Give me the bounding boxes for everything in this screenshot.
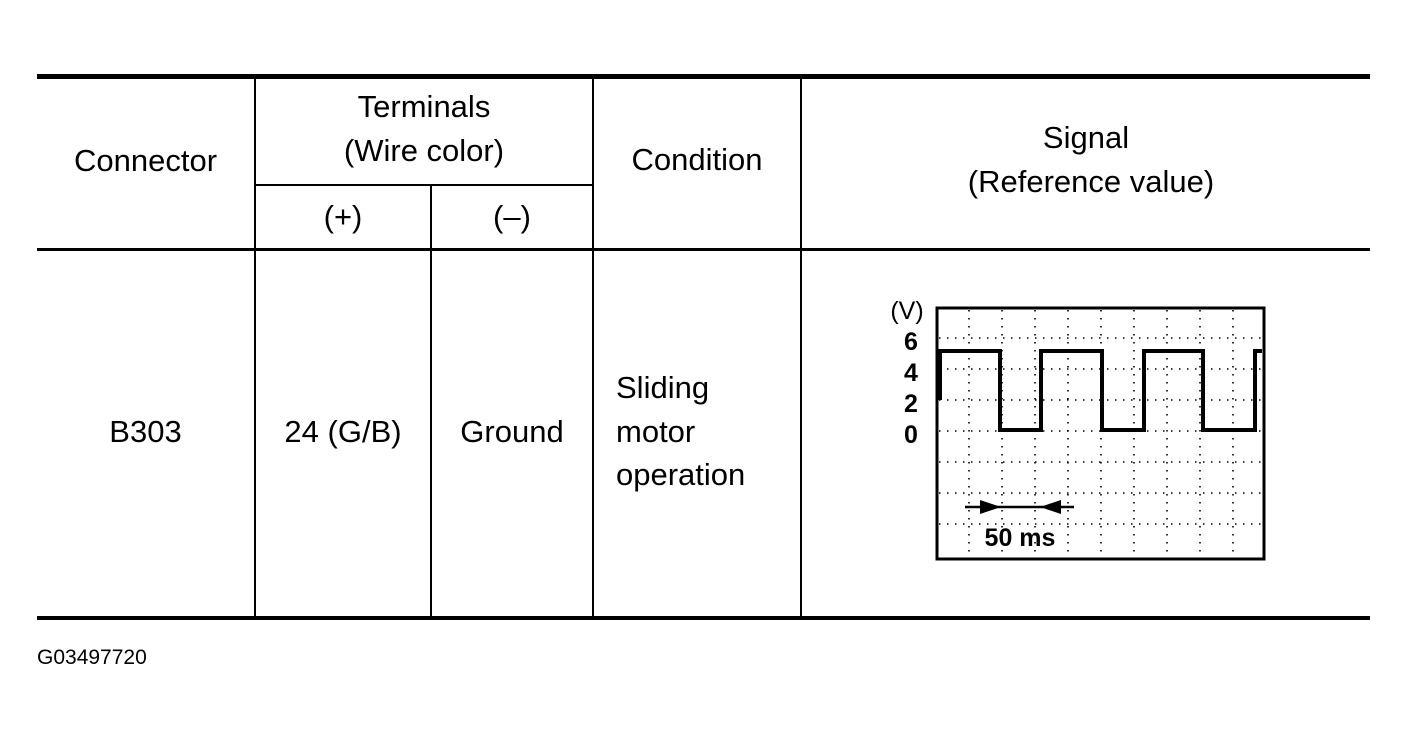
table-bottom-rule (37, 616, 1370, 620)
terminals-subheader-rule (255, 184, 593, 186)
row-condition-line3: operation (616, 457, 746, 492)
y-tick-4: 4 (904, 359, 918, 387)
header-reference-value: (Reference value) (967, 164, 1215, 199)
time-scale-label: 50 ms (985, 524, 1056, 552)
row-connector: B303 (109, 414, 182, 449)
column-divider-1 (254, 79, 256, 618)
y-tick-2: 2 (904, 390, 918, 418)
column-divider-3 (592, 79, 594, 618)
column-divider-2 (430, 186, 432, 618)
scope-grid (939, 310, 1262, 557)
y-tick-0: 0 (904, 421, 918, 449)
table-top-rule (37, 74, 1370, 79)
header-connector: Connector (73, 143, 218, 178)
header-minus: (–) (493, 199, 531, 234)
row-minus-terminal: Ground (460, 414, 564, 449)
header-wire-color: (Wire color) (343, 133, 505, 168)
y-tick-6: 6 (904, 328, 918, 356)
row-plus-terminal: 24 (G/B) (284, 414, 402, 449)
column-divider-4 (800, 79, 802, 618)
axis-unit-label: (V) (890, 297, 923, 325)
row-condition-line2: motor (616, 414, 696, 449)
header-condition: Condition (631, 142, 763, 177)
square-wave-trace (938, 349, 1262, 432)
header-signal: Signal (1042, 120, 1130, 155)
time-scale-arrow (965, 500, 1074, 514)
header-terminals: Terminals (357, 89, 491, 124)
scope-frame (935, 306, 1266, 561)
header-bottom-rule (37, 248, 1370, 251)
figure-id: G03497720 (37, 646, 147, 669)
row-condition-line1: Sliding (616, 370, 710, 405)
header-plus: (+) (323, 199, 363, 234)
